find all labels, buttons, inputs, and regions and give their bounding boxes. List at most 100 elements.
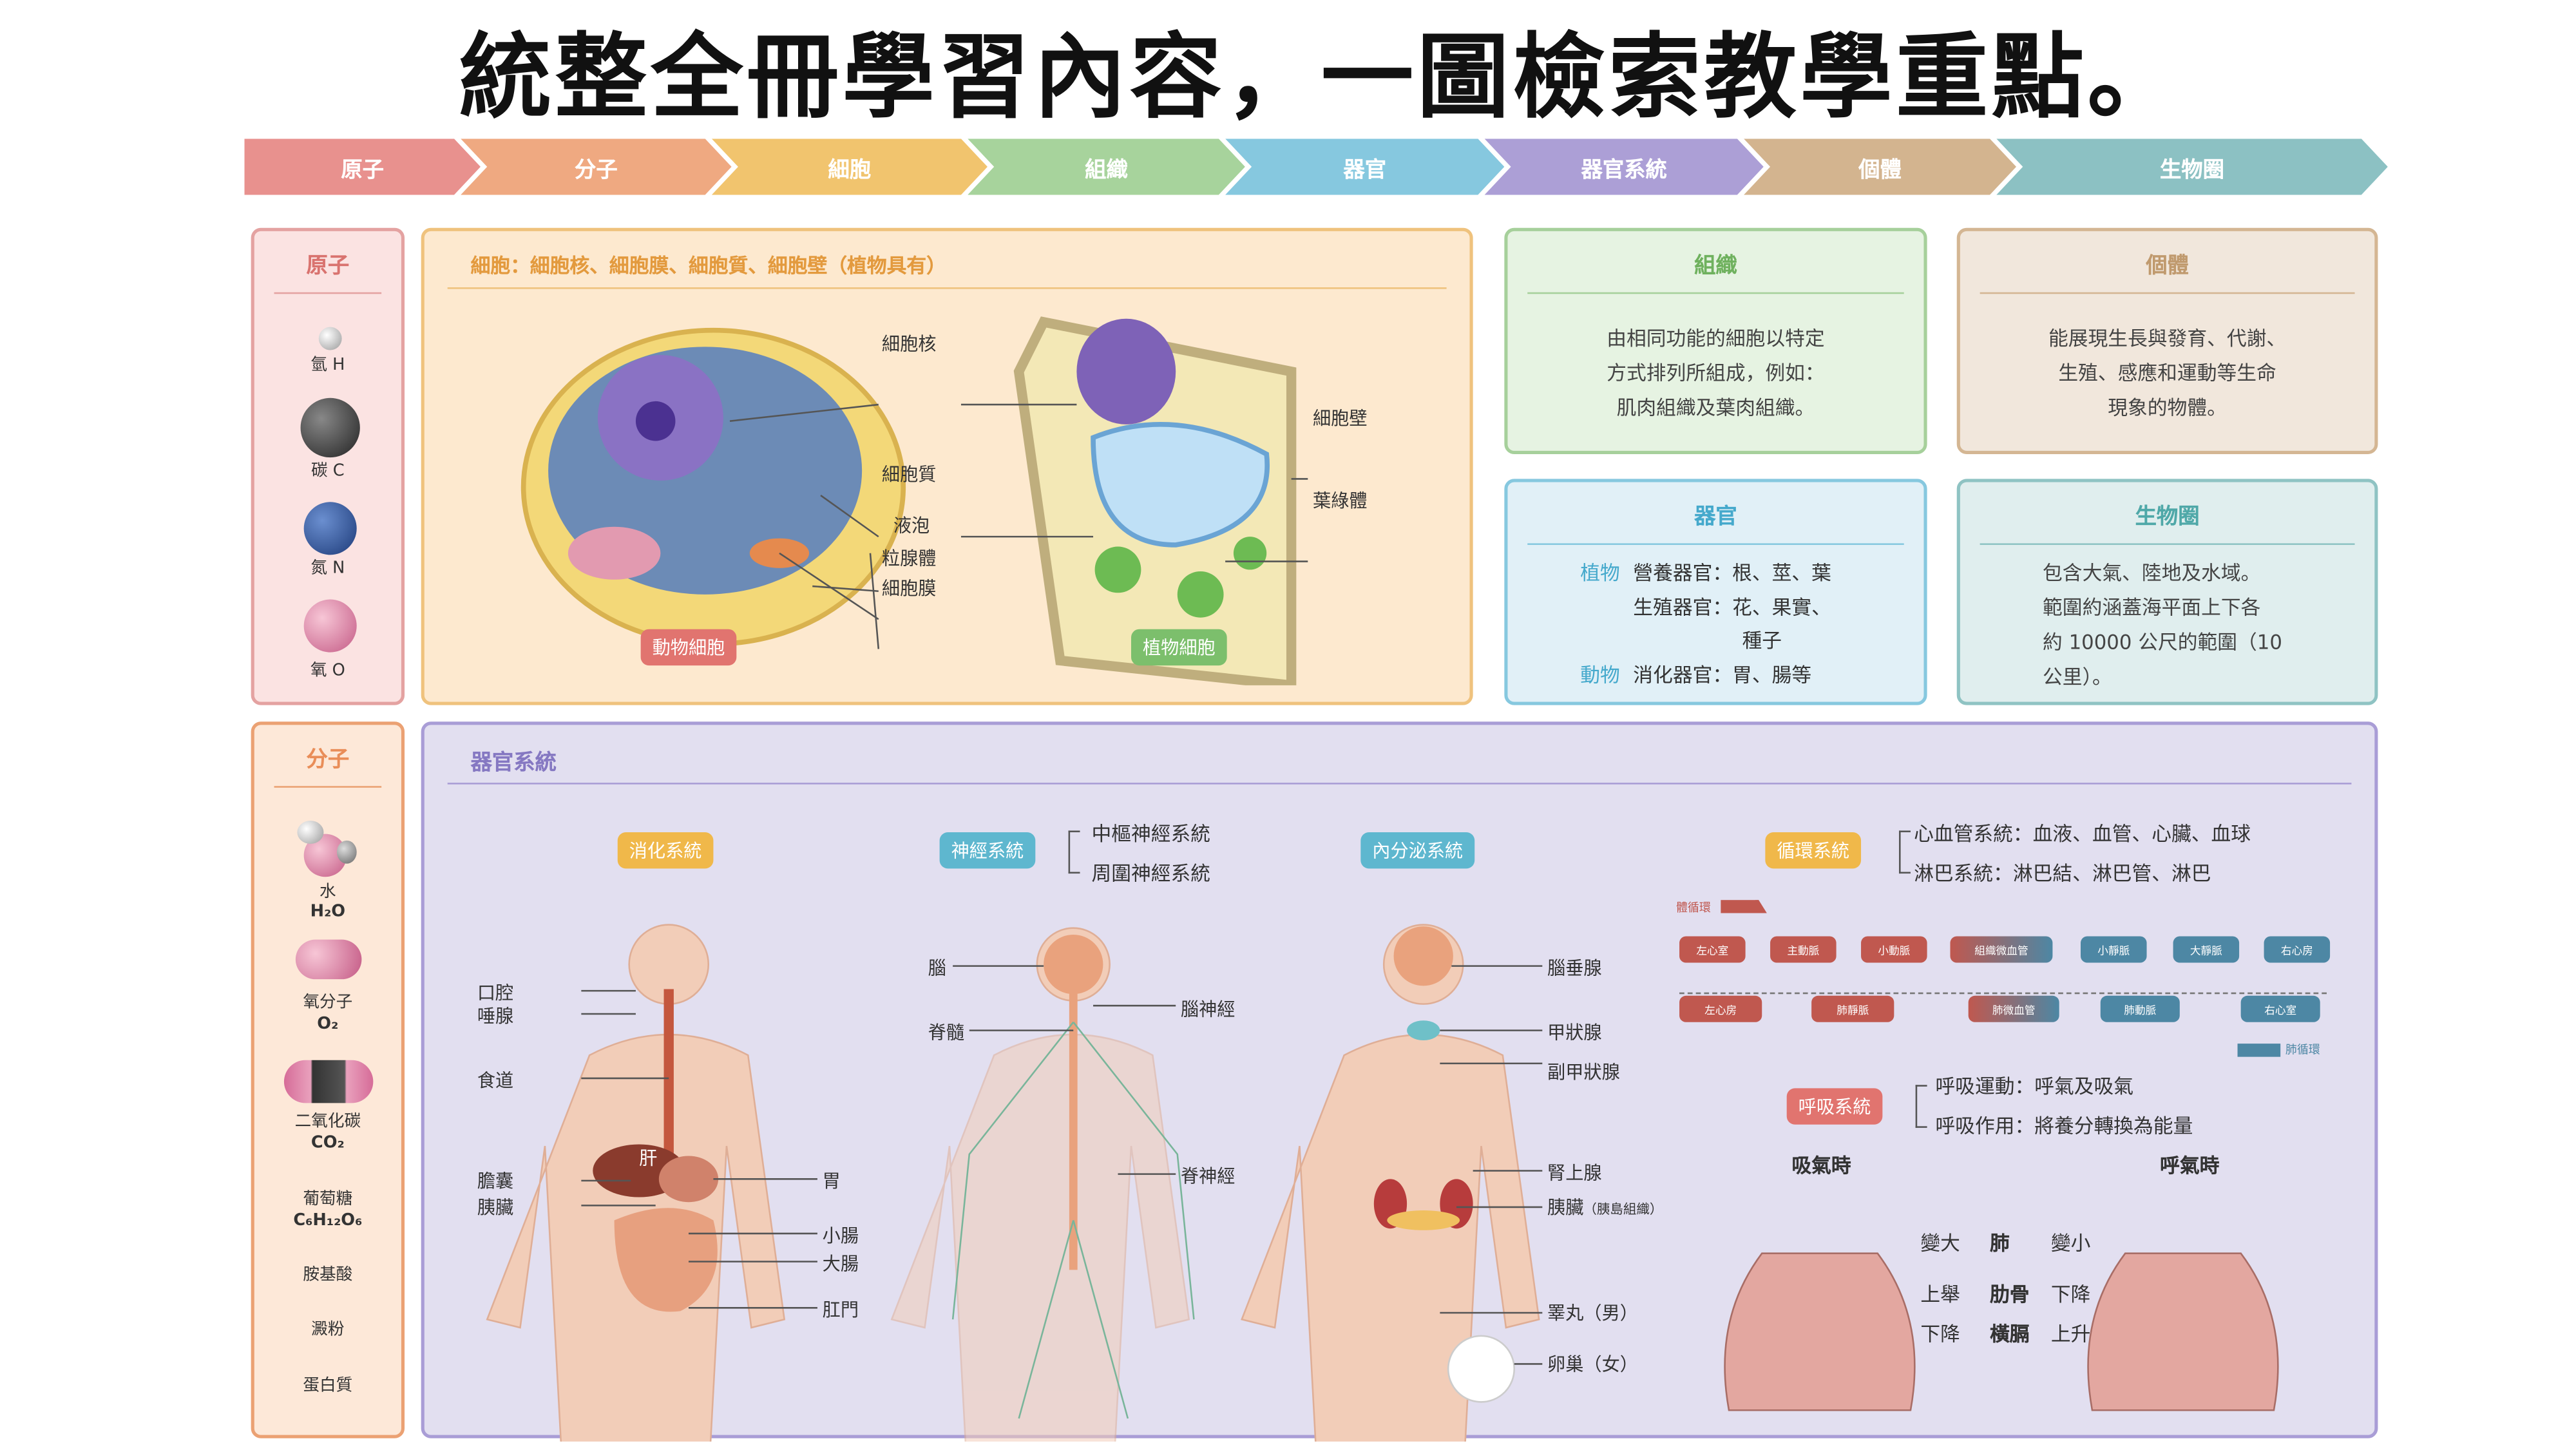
digestive-label: 食道 (477, 1070, 514, 1092)
oxygen-atom-icon (303, 599, 357, 653)
nitrogen-atom-icon (303, 502, 357, 555)
cytoplasm-label: 細胞質 (881, 464, 937, 486)
animal-cell-tag: 動物細胞 (640, 629, 737, 666)
flow-node: 右心室 (2240, 995, 2320, 1022)
molecule-title: 分子 (274, 741, 382, 788)
digestive-label: 小腸 (822, 1225, 859, 1247)
digestive-label: 唾腺 (477, 1006, 514, 1027)
atom-label: 氫 H (310, 356, 345, 375)
organ-text: 生殖器官：花、果實、 (1633, 596, 1831, 620)
vacuole-label: 液泡 (893, 515, 930, 537)
molecule-name: 氧分子 (303, 994, 353, 1013)
endocrine-label: 卵巢（女） (1547, 1354, 1638, 1376)
respiration-cell: 橫膈 (1990, 1322, 2030, 1346)
respiration-cell: 下降 (1920, 1322, 1960, 1346)
endocrine-label: 胰臟（胰島組織） (1547, 1197, 1663, 1219)
organ-title: 器官 (1527, 499, 1904, 545)
organ-animal-label: 動物 (1580, 663, 1620, 687)
level-chevron-0: 原子 (244, 138, 481, 195)
atom-label: 碳 C (310, 462, 345, 481)
liver-label: 肝 (639, 1147, 658, 1169)
digestive-label: 胃 (822, 1170, 841, 1192)
tissue-description: 由相同功能的細胞以特定方式排列所組成，例如：肌肉組織及葉肉組織。 (1607, 327, 1825, 420)
endocrine-system-tag: 內分泌系統 (1360, 832, 1475, 869)
endocrine-label: 睪丸（男） (1547, 1302, 1638, 1324)
atom-title: 原子 (274, 248, 382, 294)
biosphere-panel: 生物圈 包含大氣、陸地及水域。範圍約涵蓋海平面上下各約 10000 公尺的範圍（… (1956, 479, 2378, 705)
cell-wall-label: 細胞壁 (1312, 408, 1368, 430)
respiration-cell: 上升 (2050, 1322, 2091, 1346)
divider (447, 783, 2352, 785)
endocrine-label: 腦垂腺 (1547, 957, 1602, 980)
organ-text: 種子 (1742, 629, 1782, 653)
bracket (1068, 830, 1080, 874)
flow-node: 主動脈 (1770, 936, 1837, 963)
atom-label: 氮 N (310, 560, 345, 578)
level-chevron-3: 組織 (968, 138, 1245, 195)
molecule-formula: CO₂ (310, 1134, 345, 1153)
molecule-name: 水 (320, 883, 336, 902)
digestive-label: 肛門 (822, 1299, 859, 1321)
flow-node: 肺動脈 (2100, 995, 2180, 1022)
digestive-label: 大腸 (822, 1253, 859, 1275)
level-chevron-7: 生物圈 (1996, 138, 2388, 195)
nervous-label: 腦 (928, 957, 946, 980)
flow-node: 肺微血管 (1968, 995, 2059, 1022)
bracket (1915, 1085, 1927, 1128)
individual-title: 個體 (1980, 248, 2355, 294)
endocrine-label: 甲狀腺 (1547, 1022, 1602, 1044)
chloroplast-label: 葉綠體 (1312, 490, 1368, 512)
cell-title: 細胞：細胞核、細胞膜、細胞質、細胞壁（植物具有） (470, 254, 946, 278)
respiration-cell: 肋骨 (1990, 1283, 2030, 1306)
respiration-cell: 變大 (1920, 1232, 1960, 1255)
respiration-cell: 上舉 (1920, 1283, 1960, 1306)
cell-panel: 細胞：細胞核、細胞膜、細胞質、細胞壁（植物具有） 細胞核 細胞質 液泡 粒腺體 … (421, 227, 1473, 705)
nervous-system-tag: 神經系統 (939, 832, 1036, 869)
molecule-formula: C₆H₁₂O₆ (293, 1212, 363, 1230)
molecule-formula: O₂ (317, 1015, 339, 1034)
molecule-name: 葡萄糖 (303, 1190, 353, 1209)
flow-node: 肺靜脈 (1811, 995, 1894, 1022)
body-illustrations (486, 924, 2279, 1442)
molecule-name: 蛋白質 (303, 1377, 353, 1396)
cell-illustration (520, 316, 1308, 685)
co2-molecule-icon (283, 1060, 374, 1103)
digestive-system-tag: 消化系統 (617, 832, 714, 869)
respiration-cell: 肺 (1990, 1232, 2010, 1255)
atom-panel: 原子 氫 H 碳 C 氮 N 氧 O (251, 227, 405, 705)
respiratory-sub-label: 呼吸運動：呼氣及吸氣 (1935, 1074, 2134, 1098)
circulatory-sub-label: 淋巴系統：淋巴結、淋巴管、淋巴 (1914, 862, 2211, 886)
circulatory-system-tag: 循環系統 (1765, 832, 1862, 869)
oxygen-molecule-icon (295, 939, 362, 980)
bracket (1899, 830, 1911, 874)
respiration-cell: 下降 (2050, 1283, 2091, 1306)
organ-text: 消化器官：胃、腸等 (1633, 663, 1812, 687)
systemic-arrow-icon (1721, 900, 1767, 913)
nervous-label: 脊神經 (1180, 1165, 1236, 1188)
flow-node: 小靜脈 (2081, 936, 2147, 963)
level-chevron-1: 分子 (461, 138, 731, 195)
endocrine-label: 腎上腺 (1547, 1162, 1602, 1185)
digestive-label: 膽囊 (477, 1170, 514, 1192)
nucleus-label: 細胞核 (881, 333, 937, 356)
level-chevron-2: 細胞 (712, 138, 987, 195)
nervous-sub-label: 中樞神經系統 (1091, 822, 1211, 846)
individual-description: 能展現生長與發育、代謝、生殖、感應和運動等生命現象的物體。 (2048, 327, 2287, 420)
tissue-title: 組織 (1527, 248, 1904, 294)
organ-plant-label: 植物 (1580, 561, 1620, 585)
atom-label: 氧 O (310, 662, 345, 681)
flow-node: 組織微血管 (1950, 936, 2053, 963)
tissue-panel: 組織 由相同功能的細胞以特定方式排列所組成，例如：肌肉組織及葉肉組織。 (1504, 227, 1927, 454)
molecule-name: 二氧化碳 (294, 1112, 361, 1131)
respiration-cell: 變小 (2050, 1232, 2091, 1255)
dotted-divider (1679, 992, 2327, 995)
molecule-panel: 分子 水 H₂O 氧分子 O₂ 二氧化碳 CO₂ 葡萄糖 C₆H₁₂O₆ 胺基酸… (251, 721, 405, 1438)
membrane-label: 細胞膜 (881, 578, 937, 600)
respiratory-system-tag: 呼吸系統 (1786, 1088, 1883, 1125)
circulatory-sub-label: 心血管系統：血液、血管、心臟、血球 (1914, 822, 2251, 846)
exhale-label: 呼氣時 (2160, 1154, 2220, 1178)
mitochondria-label: 粒腺體 (881, 548, 937, 570)
level-chevron-4: 器官 (1225, 138, 1504, 195)
flow-node: 小動脈 (1861, 936, 1927, 963)
